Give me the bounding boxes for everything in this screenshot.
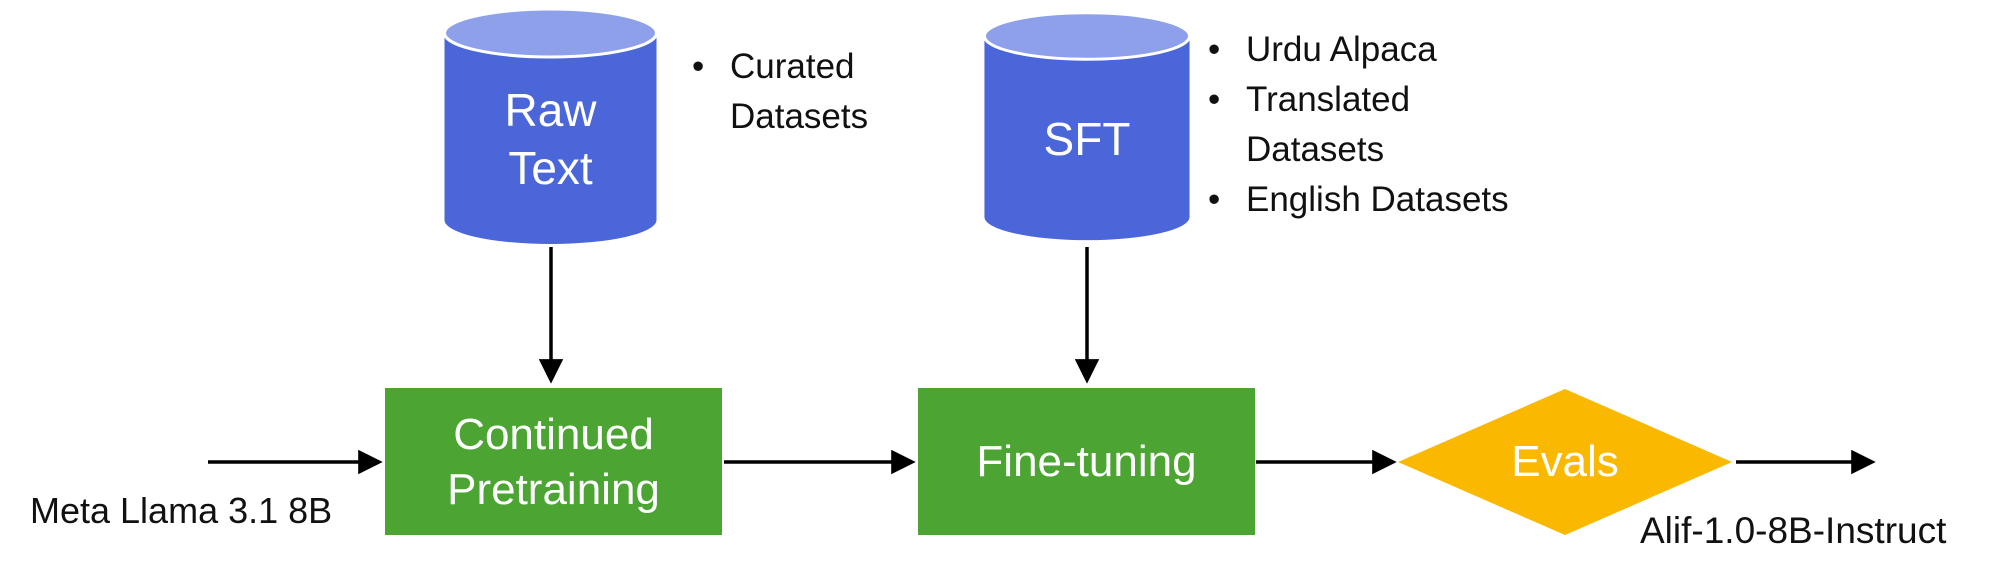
input-model-label: Meta Llama 3.1 8B [30,490,333,531]
list-item: Curated Datasets [672,42,887,142]
cylinder-body [984,36,1190,241]
node-continued-pretraining-label: Continued Pretraining [447,409,660,514]
node-raw-text: Raw Text [443,6,658,246]
node-sft-label: SFT [1043,113,1131,166]
cylinder-top [983,11,1191,61]
output-model-label: Alif-1.0-8B-Instruct [1640,510,1947,551]
node-raw-text-label: Raw Text [504,84,597,194]
database-cylinder-icon [443,7,658,244]
diamond-fill [1398,389,1732,535]
list-item: Urdu Alpaca [1188,25,1533,75]
database-cylinder-icon [983,11,1191,241]
node-fine-tuning: Fine-tuning [918,388,1255,535]
cylinder-top [443,7,658,59]
node-sft: SFT [983,6,1191,246]
node-fine-tuning-label: Fine-tuning [976,437,1197,486]
diamond-shape-icon [1398,389,1732,535]
raw-text-dataset-list: Curated Datasets [672,42,887,142]
node-evals-label: Evals [1511,437,1619,486]
sft-dataset-list: Urdu Alpaca Translated Datasets English … [1188,25,1533,225]
cylinder-body [444,33,657,244]
node-continued-pretraining: Continued Pretraining [385,388,722,535]
node-evals: Evals [1398,389,1732,535]
list-item: English Datasets [1188,175,1533,225]
list-item: Translated Datasets [1188,75,1533,175]
